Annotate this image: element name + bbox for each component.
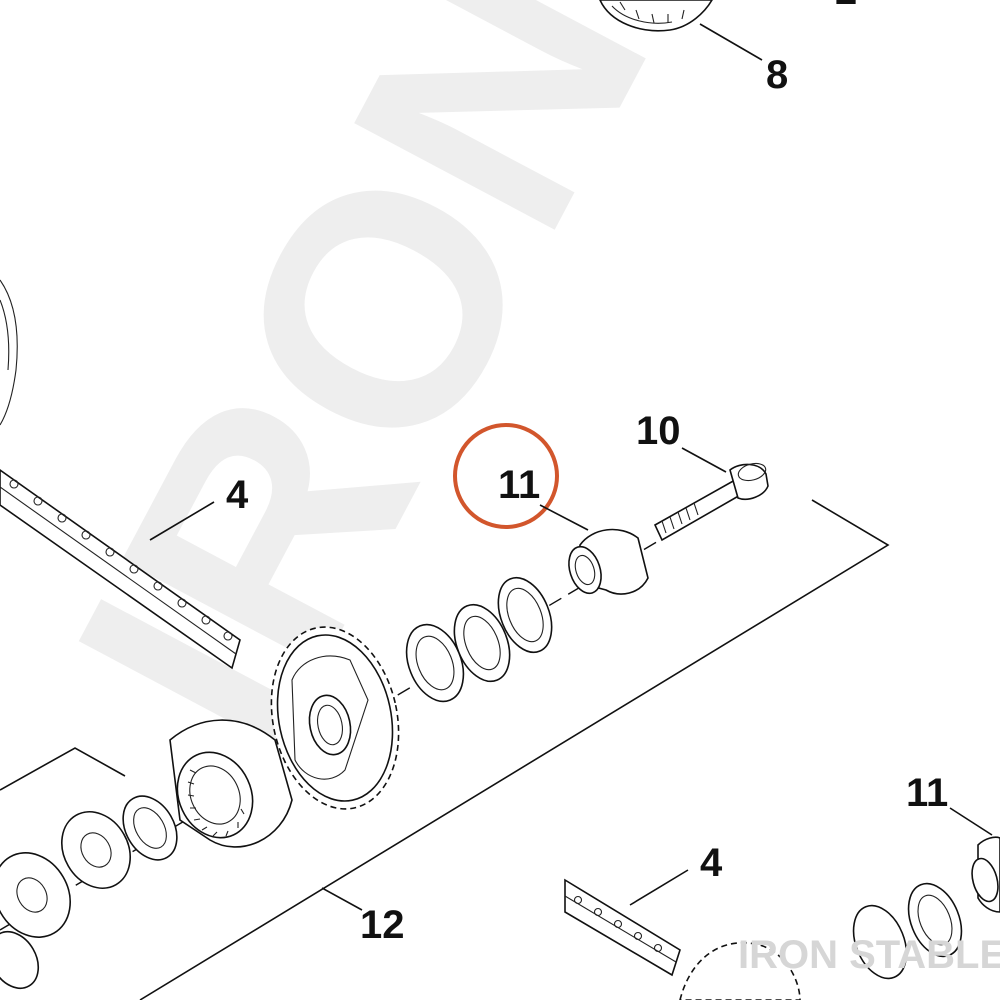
leader-11-right <box>949 807 993 836</box>
background-watermark: IRON STABLE <box>5 0 1000 800</box>
flanged-bushing <box>568 528 649 595</box>
leader-11-top <box>539 504 589 531</box>
washers-bottom-right <box>852 882 963 980</box>
callout-11-highlighted: 11 <box>498 463 540 507</box>
bushing-bottom-right <box>971 836 1000 913</box>
chain-upper <box>0 469 241 670</box>
chain-lower <box>564 878 681 977</box>
leader-4-bottom <box>629 869 689 906</box>
splined-hub <box>169 719 293 848</box>
washer-f <box>497 576 553 654</box>
callout-4-left: 4 <box>226 473 249 517</box>
washer-b <box>61 811 131 889</box>
thrust-bearing <box>453 603 511 683</box>
leader-10 <box>681 447 727 473</box>
sprocket-top <box>599 0 713 32</box>
corner-watermark: IRON STABLE <box>738 933 1000 977</box>
left-edge-part <box>0 279 18 426</box>
callout-4-bottom: 4 <box>700 841 723 885</box>
sprocket-bottom <box>679 942 801 1000</box>
leader-8 <box>699 23 763 61</box>
callout-12: 12 <box>360 903 405 947</box>
callout-11-right: 11 <box>906 771 948 815</box>
washer-a <box>0 852 71 938</box>
highlight-circle <box>453 423 559 529</box>
leader-4-left <box>149 501 215 541</box>
washer-d <box>0 930 40 990</box>
assembly-box-left <box>0 747 126 791</box>
bolt <box>653 462 769 542</box>
callout-8: 8 <box>766 53 788 97</box>
watermark-text: IRON STABLE <box>5 0 1000 800</box>
assembly-box-right <box>139 499 890 1000</box>
callout-10: 10 <box>636 409 681 453</box>
washer-c <box>122 795 178 861</box>
leader-12 <box>321 887 363 911</box>
large-sprocket <box>270 626 400 810</box>
callout-2-partial: 2 <box>835 0 857 13</box>
